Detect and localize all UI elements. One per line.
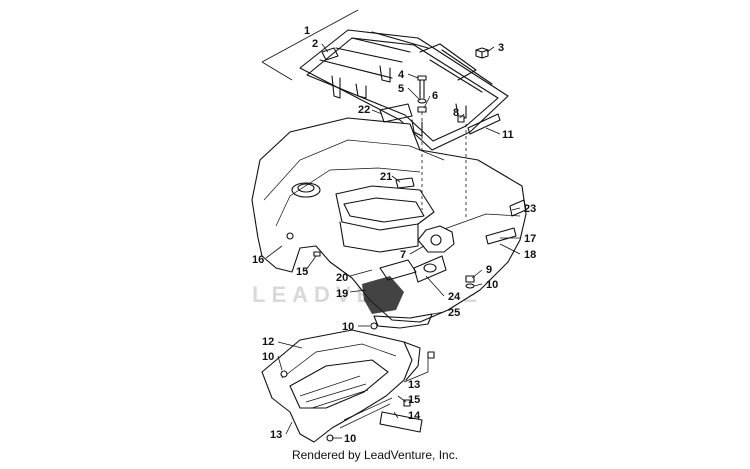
callout-19: 19 — [336, 288, 348, 300]
callout-4: 4 — [398, 69, 405, 81]
callout-10-right: 10 — [486, 279, 498, 291]
callout-8: 8 — [453, 107, 459, 119]
callout-6: 6 — [432, 90, 438, 102]
callout-24: 24 — [448, 291, 461, 303]
callout-13-right: 13 — [408, 379, 420, 391]
callout-25: 25 — [448, 307, 460, 319]
callout-9: 9 — [486, 264, 492, 276]
callout-13-left: 13 — [270, 429, 282, 441]
callout-12: 12 — [262, 336, 274, 348]
callout-7: 7 — [400, 249, 406, 261]
callout-22: 22 — [358, 104, 370, 116]
callout-1: 1 — [304, 25, 310, 37]
callout-23: 23 — [524, 203, 536, 215]
callout-10-left: 10 — [262, 351, 274, 363]
callout-17: 17 — [524, 233, 536, 245]
rear-rack — [261, 9, 509, 151]
callouts: 1 2 3 4 5 6 8 11 22 21 23 17 18 7 9 10 1… — [252, 25, 536, 445]
callout-18: 18 — [524, 249, 536, 261]
rack-hardware — [417, 47, 489, 123]
callout-11: 11 — [502, 129, 514, 141]
callout-20: 20 — [336, 272, 348, 284]
callout-21: 21 — [380, 171, 392, 183]
footwell — [261, 329, 435, 443]
callout-15-lower: 15 — [408, 394, 420, 406]
callout-16: 16 — [252, 254, 264, 266]
callout-2: 2 — [312, 38, 318, 50]
callout-5: 5 — [398, 83, 404, 95]
callout-10-bottom: 10 — [344, 433, 356, 445]
render-credit: Rendered by LeadVenture, Inc. — [291, 448, 459, 462]
rear-fender — [251, 103, 527, 330]
callout-15-upper: 15 — [296, 266, 308, 278]
callout-14: 14 — [408, 410, 421, 422]
callout-10-center: 10 — [342, 321, 354, 333]
leader-lines — [265, 43, 521, 439]
callout-3: 3 — [498, 42, 504, 54]
